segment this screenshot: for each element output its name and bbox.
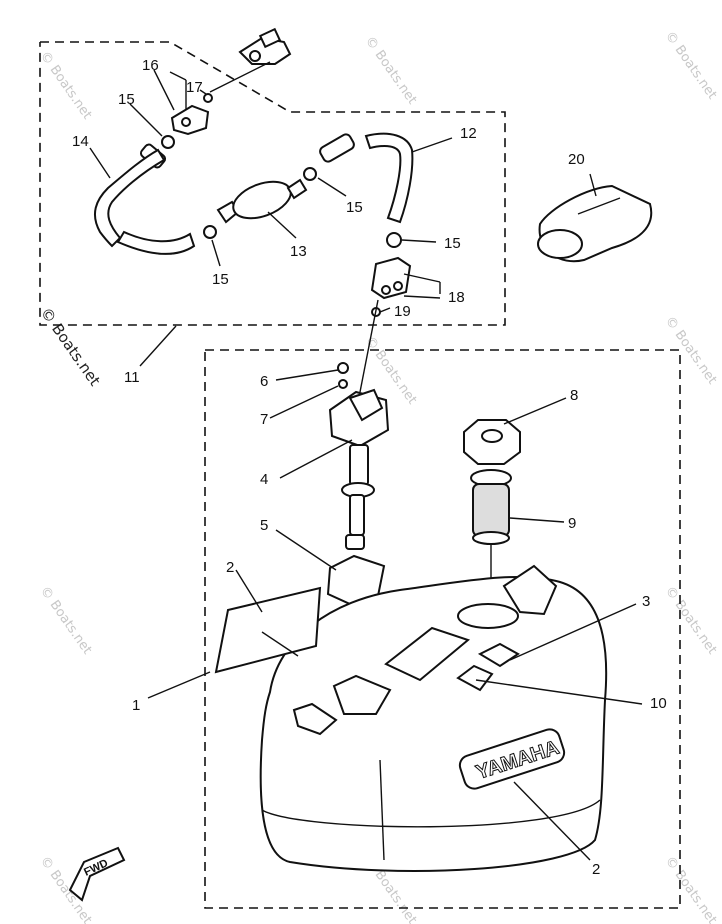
callout-2-brand: 2 [592, 861, 600, 878]
clip-15a [161, 135, 175, 149]
callout-8: 8 [570, 387, 578, 404]
screw-6 [337, 362, 349, 374]
hose-short [319, 133, 355, 163]
callout-15-c: 15 [444, 235, 461, 252]
callout-15-a: 15 [118, 91, 135, 108]
callout-3: 3 [642, 593, 650, 610]
callout-15-b: 15 [346, 199, 363, 216]
watermark: © Boats.net [362, 34, 420, 108]
callout-18: 18 [448, 289, 465, 306]
callout-19: 19 [394, 303, 411, 320]
hose-14 [93, 148, 166, 248]
watermark: © Boats.net [37, 584, 95, 658]
hose-lower [116, 230, 196, 255]
hose-12 [364, 132, 414, 224]
cap-8 [463, 419, 521, 465]
filter-9 [470, 469, 512, 545]
watermark: © Boats.net [662, 29, 720, 103]
callout-20: 20 [568, 151, 585, 168]
callout-1: 1 [132, 697, 140, 714]
fuel-line-kit-boundary [39, 41, 506, 326]
decal-2 [214, 586, 322, 674]
fuel-gauge-4 [328, 388, 390, 550]
watermark-dark: © Boats.net [37, 304, 104, 389]
fuel-tank-boundary [204, 349, 681, 909]
joint-18 [370, 256, 412, 300]
callout-10: 10 [650, 695, 667, 712]
fuel-tank-1: YAMAHA [259, 564, 608, 872]
callout-labels: 1 2 2 3 4 5 6 7 8 9 10 11 12 13 14 15 15… [72, 57, 667, 878]
callout-17: 17 [186, 79, 203, 96]
filter-cover-20 [537, 184, 653, 263]
callout-11: 11 [124, 369, 140, 386]
leader-lines [89, 69, 643, 861]
callout-5: 5 [260, 517, 268, 534]
callout-4: 4 [260, 471, 268, 488]
clip-15d [386, 232, 402, 248]
callout-16: 16 [142, 57, 159, 74]
o-ring-17 [203, 93, 213, 103]
clip-15c [303, 167, 317, 181]
watermark: © Boats.net [662, 584, 720, 658]
callout-2-decal: 2 [226, 559, 234, 576]
callout-6: 6 [260, 373, 268, 390]
callout-12: 12 [460, 125, 477, 142]
callout-9: 9 [568, 515, 576, 532]
watermark: © Boats.net [37, 49, 95, 123]
clip-15b [203, 225, 217, 239]
callout-7: 7 [260, 411, 268, 428]
primer-bulb-13 [216, 178, 308, 224]
washer-7 [338, 379, 348, 389]
fwd-arrow: FWD [68, 846, 126, 902]
watermark: © Boats.net [662, 854, 720, 924]
fuel-connector [238, 27, 292, 65]
callout-13: 13 [290, 243, 307, 260]
callout-14: 14 [72, 133, 89, 150]
joint-16 [170, 104, 210, 136]
callout-15-d: 15 [212, 271, 229, 288]
